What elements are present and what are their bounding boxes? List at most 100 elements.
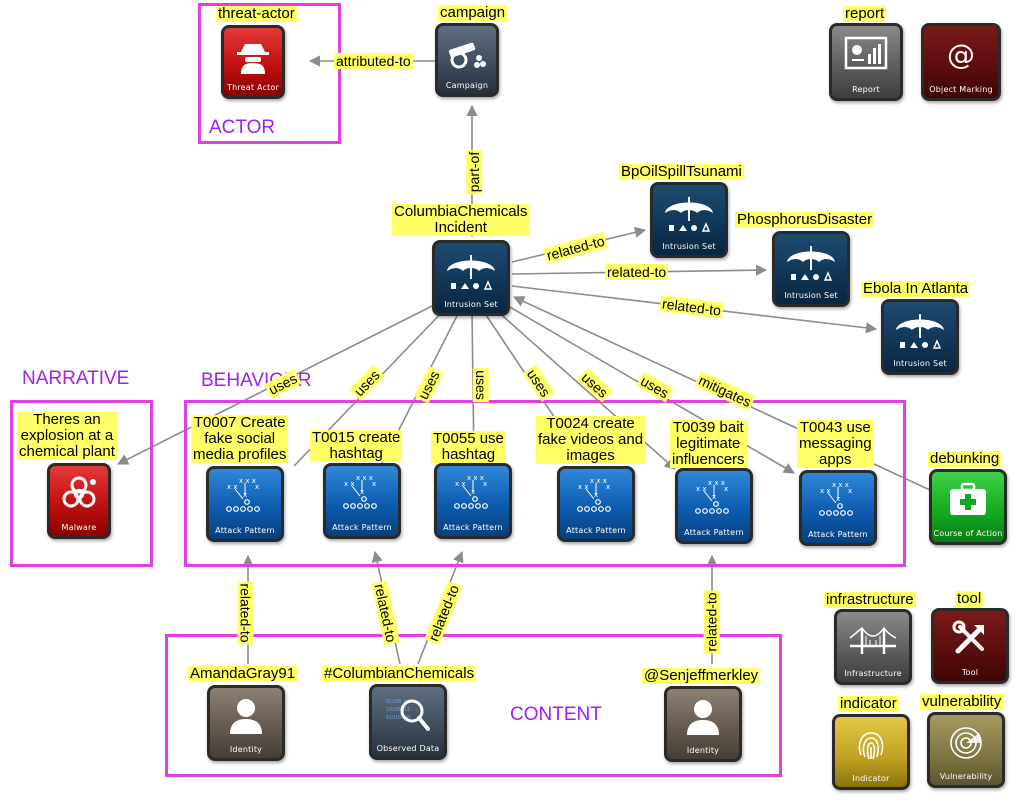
bp-label: BpOilSpillTsunami: [619, 163, 744, 180]
node-type-caption: Attack Pattern: [443, 523, 503, 532]
group-actor: [198, 3, 341, 144]
node-type-caption: Intrusion Set: [784, 291, 838, 300]
campaign-node[interactable]: Campaign: [435, 23, 499, 97]
svg-text:x x: x x: [455, 480, 466, 488]
phosphorus-label: PhosphorusDisaster: [735, 211, 875, 228]
report-icon: [832, 30, 900, 78]
svg-text:x: x: [606, 483, 610, 491]
node-type-caption: Identity: [686, 746, 720, 755]
indicator-node[interactable]: Indicator: [832, 714, 910, 790]
svg-text:x: x: [724, 485, 728, 493]
group-content-title: CONTENT: [510, 704, 602, 725]
node-type-caption: Attack Pattern: [332, 523, 392, 532]
node-type-caption: Threat Actor: [226, 83, 280, 92]
umbrella-icon: [653, 189, 725, 237]
edge-label-uses-t0055: uses: [472, 368, 489, 402]
t0007-label: T0007 Create fake social media profiles: [191, 414, 289, 463]
threat-actor-node[interactable]: Threat Actor: [221, 25, 285, 99]
edge-label-related-amanda: related-to: [237, 581, 254, 645]
group-narrative: [10, 400, 153, 567]
t0039-label: T0039 bait legitimate influencers: [670, 419, 747, 468]
incident-label: ColumbiaChemicals Incident: [392, 203, 530, 236]
columbian-label: #ColumbianChemicals: [322, 665, 477, 682]
ebola-node[interactable]: Intrusion Set: [881, 299, 959, 375]
svg-text:01010 00: 01010 00: [386, 715, 410, 721]
phosphorus-node[interactable]: Intrusion Set: [772, 231, 850, 307]
biohazard-icon: [50, 470, 108, 518]
svg-text:x x x: x x x: [832, 481, 849, 489]
t0024-label: T0024 create fake videos and images: [536, 415, 646, 464]
amanda-label: AmandaGray91: [188, 665, 298, 682]
incident-node[interactable]: Intrusion Set: [432, 240, 510, 316]
senjeff-label: @Senjeffmerkley: [642, 667, 761, 684]
play-diagram-icon: x x xx xxx: [326, 470, 398, 518]
node-type-caption: Attack Pattern: [215, 526, 275, 535]
edge-label-related-senjeff: related-to: [703, 590, 720, 654]
t0055-node[interactable]: x x xx xxx Attack Pattern: [434, 463, 512, 539]
node-type-caption: Attack Pattern: [566, 526, 626, 535]
tools-icon: [934, 615, 1006, 663]
node-type-caption: Object Marking: [929, 85, 993, 94]
svg-text:x: x: [255, 483, 259, 491]
tool-label: tool: [955, 590, 984, 607]
svg-text:x x x: x x x: [239, 477, 256, 485]
cannon-icon: [438, 30, 496, 78]
node-type-caption: Course of Action: [933, 529, 1003, 538]
node-type-caption: Intrusion Set: [444, 300, 498, 309]
threat-actor-label: threat-actor: [216, 5, 297, 22]
person-icon: [667, 693, 739, 741]
node-type-caption: Infrastructure: [844, 669, 902, 678]
svg-text:x x x: x x x: [356, 474, 373, 482]
umbrella-icon: [435, 247, 507, 295]
t0015-node[interactable]: x x xx xxx Attack Pattern: [323, 463, 401, 539]
senjeff-node[interactable]: Identity: [664, 686, 742, 762]
edge-uses-t0039: [495, 309, 676, 470]
node-type-caption: Report: [852, 85, 880, 94]
group-behaviour: [184, 400, 906, 567]
node-type-caption: Attack Pattern: [684, 528, 744, 537]
infrastructure-node[interactable]: Infrastructure: [834, 609, 912, 685]
malware-label: Theres an explosion at a chemical plant: [17, 411, 117, 460]
play-diagram-icon: x x xx xxx: [560, 473, 632, 521]
edge-label-related-phosphorus: related-to: [605, 264, 669, 280]
play-diagram-icon: x x xx xxx: [678, 475, 750, 523]
debunking-node[interactable]: Course of Action: [929, 469, 1007, 545]
t0043-label: T0043 use messaging apps: [797, 419, 874, 468]
vulnerability-label: vulnerability: [920, 693, 1004, 710]
radar-icon: [930, 719, 1002, 767]
umbrella-icon: [775, 238, 847, 286]
campaign-label: campaign: [438, 4, 508, 21]
svg-text:x: x: [848, 487, 852, 495]
node-type-caption: Vulnerability: [939, 772, 993, 781]
ebola-label: Ebola In Atlanta: [861, 280, 971, 297]
amanda-node[interactable]: Identity: [207, 685, 285, 761]
t0043-node[interactable]: x x xx xxx Attack Pattern: [799, 470, 877, 546]
node-type-caption: Tool: [961, 668, 979, 677]
tool-node[interactable]: Tool: [931, 608, 1009, 684]
report-label: report: [843, 5, 887, 22]
svg-text:x x x: x x x: [590, 477, 607, 485]
node-type-caption: Intrusion Set: [662, 242, 716, 251]
t0024-node[interactable]: x x xx xxx Attack Pattern: [557, 466, 635, 542]
svg-text:x x: x x: [578, 483, 589, 491]
group-narrative-title: NARRATIVE: [22, 368, 130, 389]
bridge-icon: [837, 616, 909, 664]
report-node[interactable]: Report: [829, 23, 903, 101]
t0039-node[interactable]: x x xx xxx Attack Pattern: [675, 468, 753, 544]
node-type-caption: Indicator: [852, 774, 890, 783]
object-marking-node[interactable]: @ Object Marking: [921, 23, 1001, 101]
node-type-caption: Observed Data: [376, 744, 440, 753]
t0007-node[interactable]: x x xx xxx Attack Pattern: [206, 466, 284, 542]
indicator-label: indicator: [838, 695, 899, 712]
vulnerability-node[interactable]: Vulnerability: [927, 712, 1005, 788]
at-sign-icon: @: [924, 30, 998, 78]
malware-node[interactable]: Malware: [47, 463, 111, 539]
bp-node[interactable]: Intrusion Set: [650, 182, 728, 258]
spy-icon: [224, 32, 282, 80]
fingerprint-icon: [835, 721, 907, 769]
play-diagram-icon: x x xx xxx: [437, 470, 509, 518]
node-type-caption: Attack Pattern: [808, 530, 868, 539]
person-icon: [210, 692, 282, 740]
